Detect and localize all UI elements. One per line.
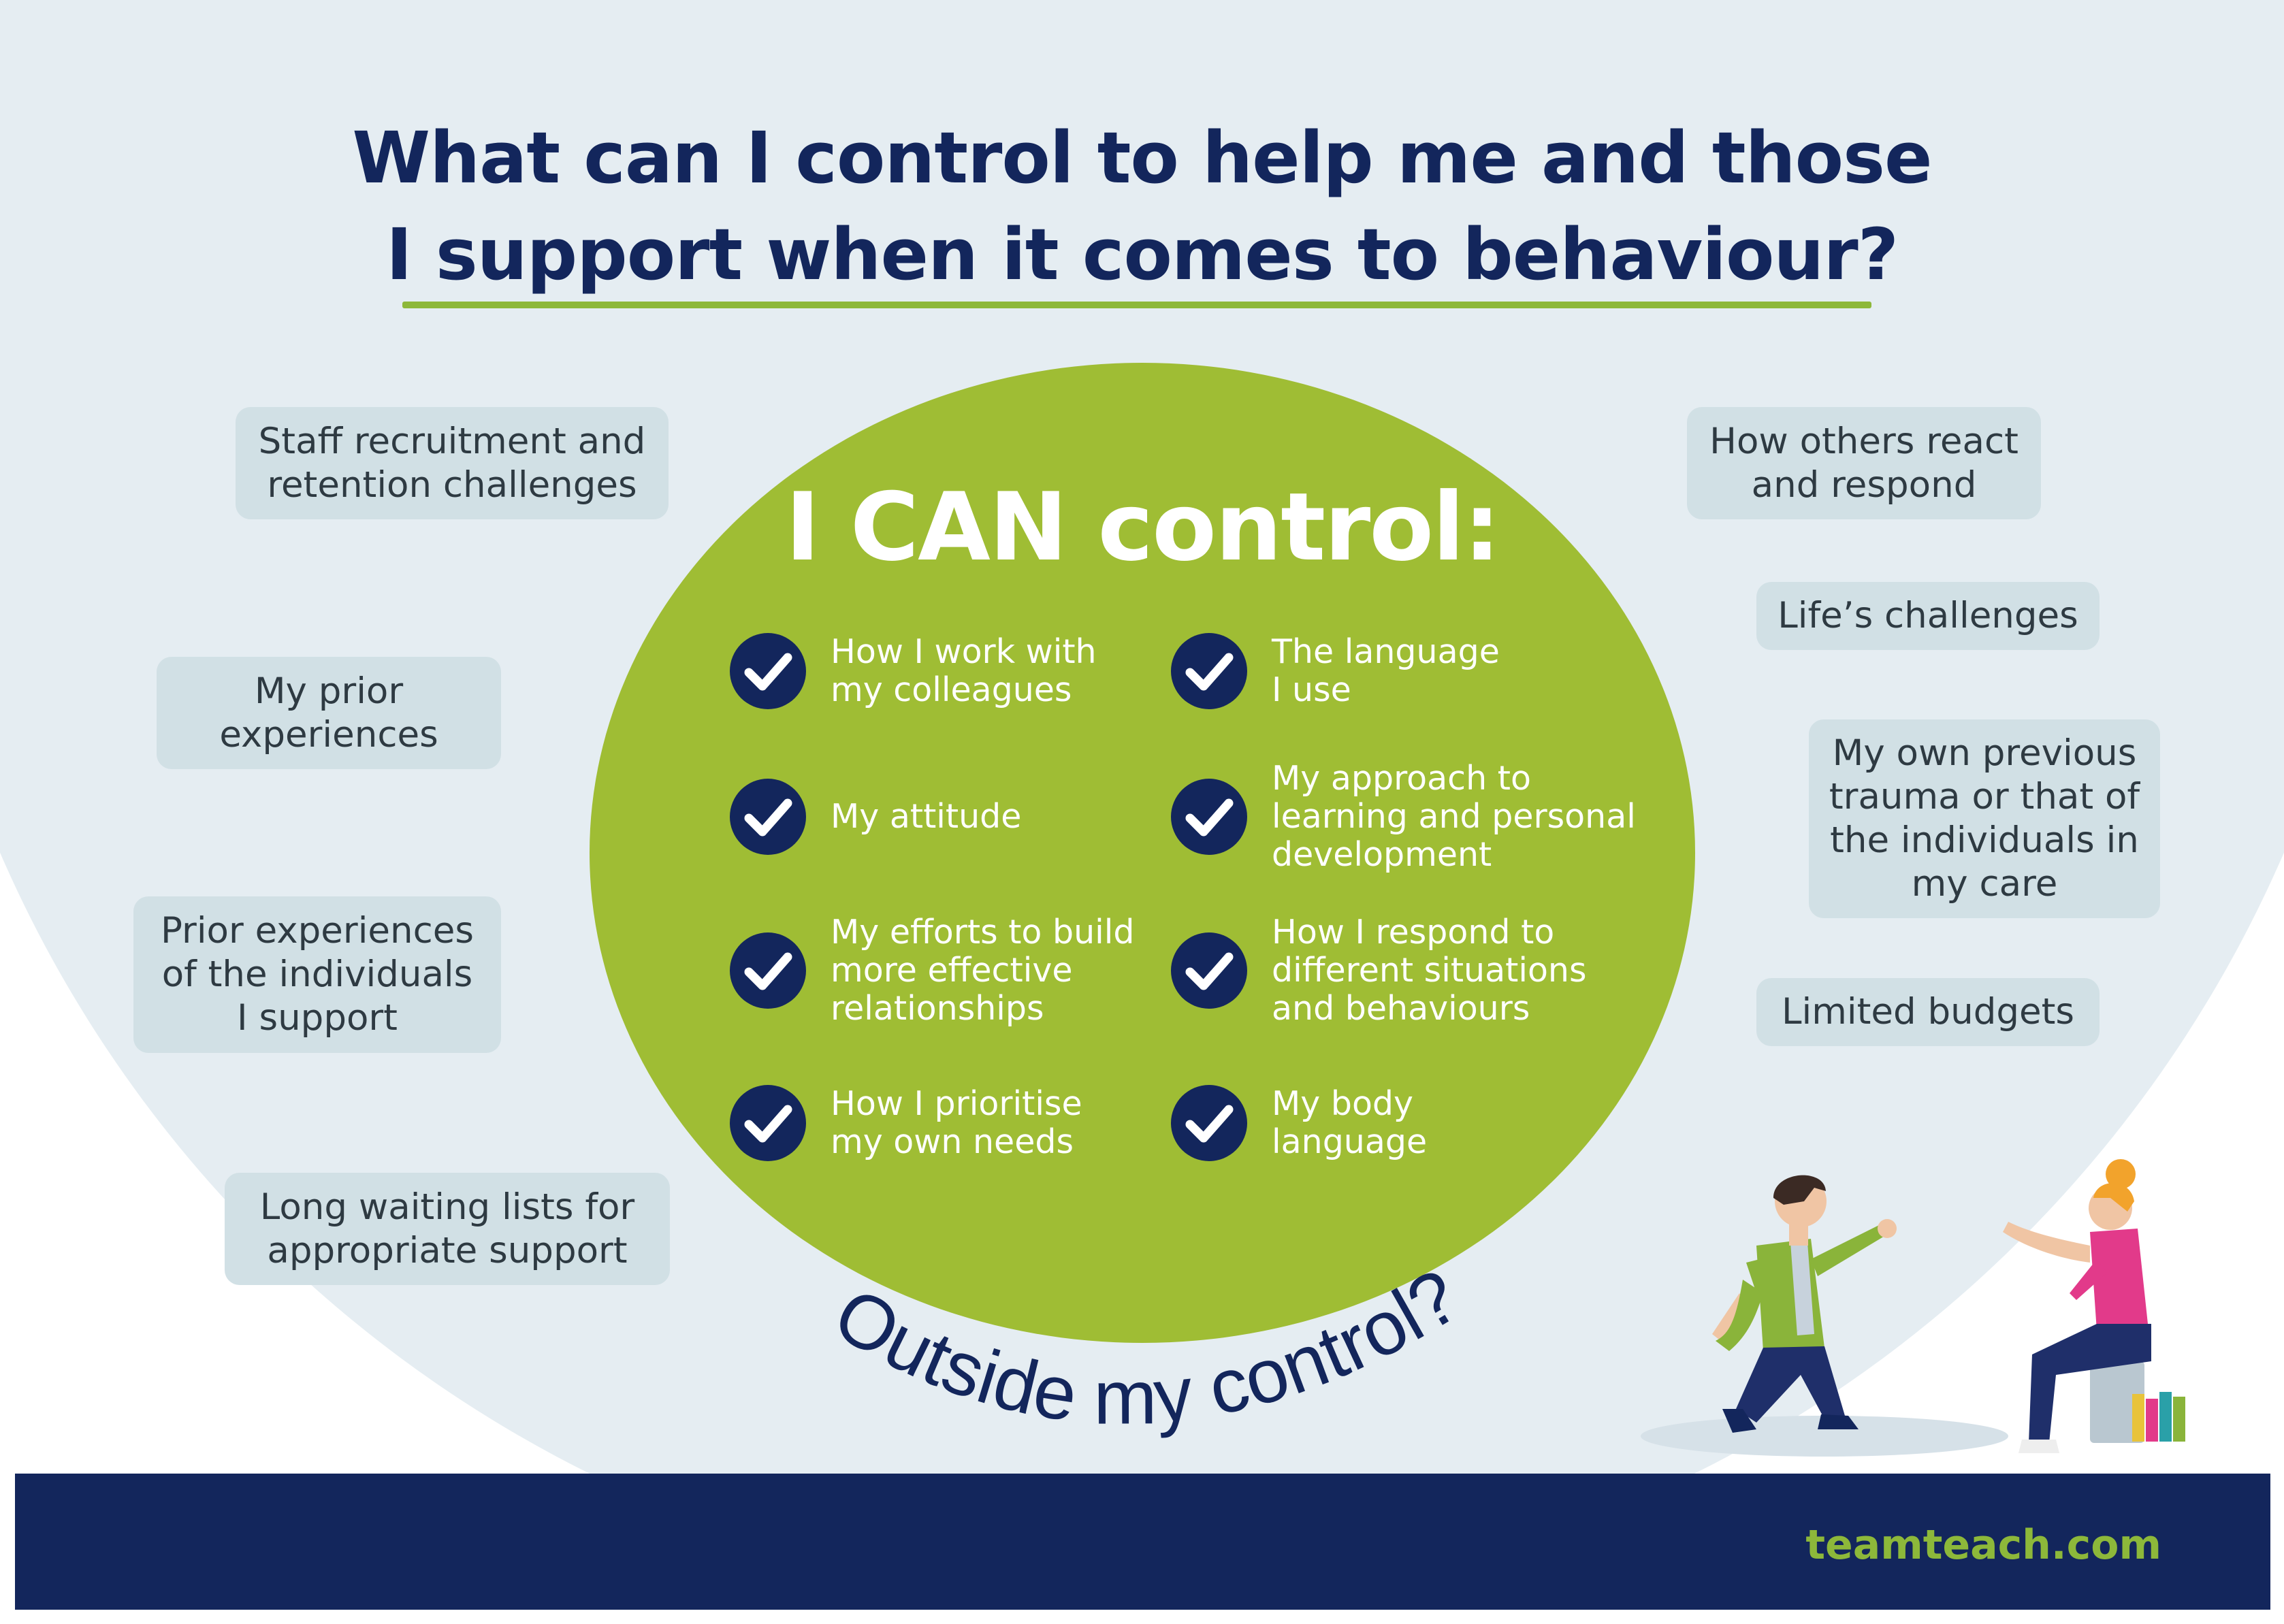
- book-icon: [2132, 1394, 2144, 1442]
- can-control-title: I CAN control:: [785, 472, 1500, 582]
- outside-box-prior-experiences-individuals: Prior experiences of the individuals I s…: [133, 896, 501, 1053]
- check-icon: [730, 779, 806, 855]
- check-icon: [730, 1085, 806, 1161]
- outside-box-prior-experiences: My prior experiences: [157, 657, 501, 769]
- brand-url: teamteach.com: [1805, 1521, 2161, 1569]
- man-trousers: [1736, 1346, 1845, 1423]
- outside-box-others-react: How others react and respond: [1687, 407, 2041, 519]
- man-shoe-front: [1818, 1414, 1859, 1429]
- outside-box-waiting-lists: Long waiting lists for appropriate suppo…: [225, 1173, 670, 1285]
- woman-trousers: [2029, 1324, 2151, 1443]
- control-item-text: How I work with my colleagues: [831, 632, 1097, 709]
- book-icon: [2159, 1392, 2172, 1442]
- outside-box-staff-recruitment: Staff recruitment and retention challeng…: [236, 407, 669, 519]
- man-arm: [1716, 1280, 1763, 1351]
- check-icon: [1171, 932, 1247, 1009]
- control-item-text: My approach to learning and personal dev…: [1272, 759, 1636, 874]
- woman-shoe: [2018, 1440, 2059, 1453]
- man-shoe-back: [1722, 1409, 1756, 1433]
- man-hair: [1773, 1175, 1826, 1205]
- title-line-1: What can I control to help me and those: [352, 116, 1932, 199]
- check-icon: [1171, 779, 1247, 855]
- man-arm-front: [1811, 1225, 1886, 1276]
- people-illustration: [1641, 1159, 2185, 1457]
- outside-box-limited-budgets: Limited budgets: [1756, 978, 2100, 1046]
- check-icon: [730, 932, 806, 1009]
- stool: [2090, 1361, 2144, 1443]
- man-shirt: [1790, 1242, 1814, 1335]
- outside-box-lifes-challenges: Life’s challenges: [1756, 582, 2100, 650]
- title-line-2: I support when it comes to behaviour?: [385, 213, 1899, 296]
- check-icon: [730, 633, 806, 709]
- footer-bar: [15, 1474, 2270, 1610]
- title-underline: [402, 302, 1871, 308]
- woman-arm-back: [2070, 1259, 2107, 1300]
- control-item-text: The language I use: [1272, 632, 1500, 709]
- book-icon: [2173, 1397, 2185, 1442]
- control-item-text: My efforts to build more effective relat…: [831, 913, 1135, 1028]
- man-jacket: [1756, 1239, 1824, 1351]
- control-item-text: My body language: [1272, 1084, 1428, 1161]
- check-icon: [1171, 1085, 1247, 1161]
- woman-top: [2090, 1229, 2148, 1331]
- control-item-text: How I prioritise my own needs: [831, 1084, 1082, 1161]
- check-icon: [1171, 633, 1247, 709]
- woman-hair: [2093, 1183, 2134, 1212]
- book-icon: [2146, 1399, 2158, 1442]
- control-item-text: How I respond to different situations an…: [1272, 913, 1587, 1028]
- man-hand-front: [1878, 1219, 1897, 1238]
- woman-arm: [2003, 1222, 2090, 1263]
- control-item-text: My attitude: [831, 797, 1022, 836]
- woman-hair-bun: [2106, 1159, 2136, 1189]
- outside-box-previous-trauma: My own previous trauma or that of the in…: [1809, 719, 2160, 918]
